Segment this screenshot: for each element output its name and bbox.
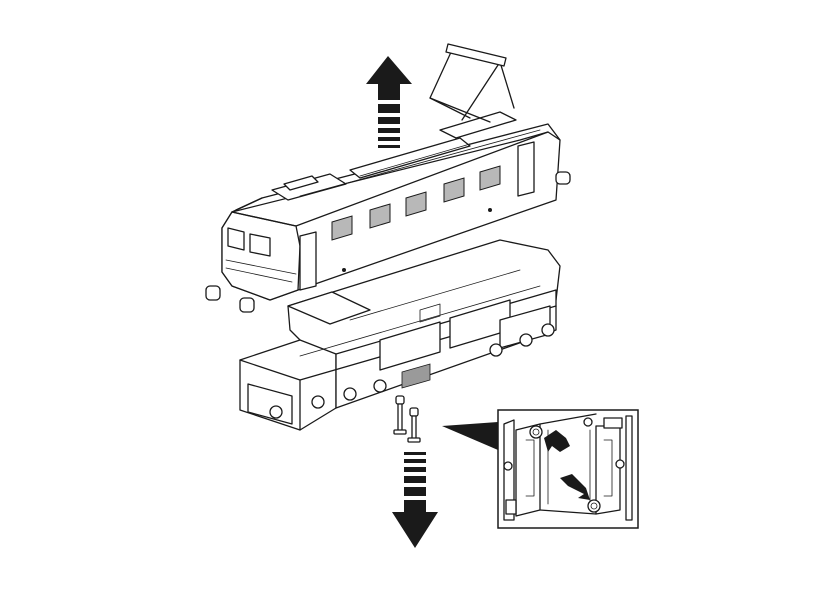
screws bbox=[394, 396, 420, 442]
detail-view bbox=[442, 410, 638, 528]
down-arrow bbox=[392, 452, 438, 548]
lift-arrow bbox=[366, 56, 412, 148]
